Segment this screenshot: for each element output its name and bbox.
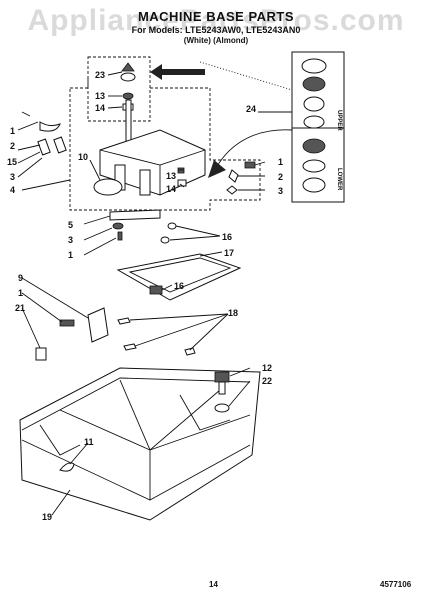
document-part-number: 4577106 <box>380 580 412 589</box>
callout-21: 21 <box>15 303 25 313</box>
callout-3: 3 <box>278 186 283 196</box>
page-number: 14 <box>209 580 218 589</box>
arrow-icon <box>150 64 205 80</box>
callout-16: 16 <box>174 281 184 291</box>
callout-13: 13 <box>95 91 105 101</box>
callout-10: 10 <box>78 152 88 162</box>
part-10-seal <box>93 178 123 196</box>
model-colors: (White) (Almond) <box>183 36 249 45</box>
page-title: MACHINE BASE PARTS <box>137 9 295 24</box>
callout-23: 23 <box>95 70 105 80</box>
callout-5: 5 <box>68 220 73 230</box>
callout-3: 3 <box>68 235 73 245</box>
callout-2: 2 <box>278 172 283 182</box>
part-24-bushings <box>301 58 327 193</box>
callout-13: 13 <box>166 171 176 181</box>
callout-18: 18 <box>228 308 238 318</box>
callout-15: 15 <box>7 157 17 167</box>
callout-1: 1 <box>278 157 283 167</box>
part-17-frame <box>116 253 242 301</box>
callout-1: 1 <box>68 250 73 260</box>
callout-24: 24 <box>246 104 256 114</box>
part-19-machine-base <box>19 367 261 521</box>
callout-14: 14 <box>95 103 105 113</box>
callout-14: 14 <box>166 184 176 194</box>
callout-numbers: 23 13 14 1 2 15 3 4 10 13 14 1 2 3 24 5 … <box>7 70 283 522</box>
callout-19: 19 <box>42 512 52 522</box>
detail-box-main <box>70 78 89 89</box>
callout-3: 3 <box>10 172 15 182</box>
inset-label-upper: UPPER <box>336 110 342 131</box>
left-bracket-parts <box>21 111 67 156</box>
callout-22: 22 <box>262 376 272 386</box>
part-13 <box>122 92 134 100</box>
callout-1: 1 <box>18 288 23 298</box>
callout-2: 2 <box>10 141 15 151</box>
callout-16: 16 <box>222 232 232 242</box>
callout-11: 11 <box>84 437 94 447</box>
transmission-assembly <box>93 99 206 196</box>
callout-4: 4 <box>10 185 15 195</box>
callout-9: 9 <box>18 273 23 283</box>
callout-12: 12 <box>262 363 272 373</box>
inset-label-lower: LOWER <box>336 168 342 191</box>
detail-box-upper <box>87 56 151 122</box>
leader-lines <box>17 71 292 516</box>
part-23-cap <box>121 62 135 72</box>
curved-arrow-icon <box>215 129 293 169</box>
model-numbers: For Models: LTE5243AW0, LTE5243AN0 <box>131 25 301 35</box>
callout-1: 1 <box>10 126 15 136</box>
callout-17: 17 <box>224 248 234 258</box>
